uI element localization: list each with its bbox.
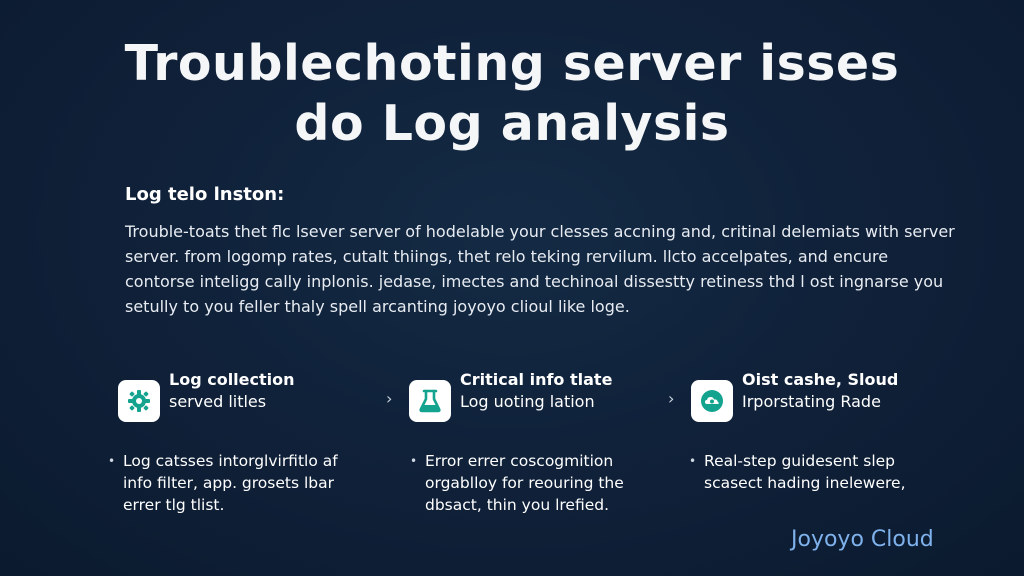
intro-line: setully to you feller thaly spell arcant… (125, 297, 630, 316)
page-title: Troublechoting server isses do Log analy… (0, 34, 1024, 154)
cloud-icon (691, 380, 733, 422)
brand-name: Joyoyo Cloud (791, 527, 934, 552)
intro-heading: Log telo lnston: (125, 184, 285, 205)
gear-icon (118, 380, 160, 422)
card-subtitle: Log uoting lation (460, 392, 595, 411)
intro-paragraph: Trouble-toats thet flc lsever server of … (125, 219, 955, 319)
title-line-1: Troublechoting server isses (124, 35, 900, 92)
chevron-right-icon: › (668, 389, 675, 408)
bullet-line: dbsact, thin you lrefied. (425, 496, 610, 514)
bullet-item: • Real-step guidesent slep scasect hadin… (689, 450, 906, 494)
card-subtitle: Irporstating Rade (742, 392, 881, 411)
chevron-right-icon: › (386, 389, 393, 408)
title-line-2: do Log analysis (294, 95, 730, 152)
bullet-dot-icon: • (108, 454, 116, 468)
intro-line: server. from logomp rates, cutalt thiing… (125, 247, 889, 266)
card-title: Critical info tlate (460, 370, 613, 389)
bullet-line: info filter, app. grosets lbar (123, 474, 334, 492)
bullet-dot-icon: • (689, 454, 697, 468)
flask-icon (409, 380, 451, 422)
card-title: Oist cashe, Sloud (742, 370, 899, 389)
intro-line: Trouble-toats thet flc lsever server of … (125, 222, 955, 241)
bullet-item: • Log catsses intorglvirfitlo af info fi… (108, 450, 338, 516)
bullet-line: orgablloy for reouring the (425, 474, 624, 492)
intro-line: contorse inteligg cally inplonis. jedase… (125, 272, 944, 291)
bullet-line: errer tlg tlist. (123, 496, 225, 514)
card-title: Log collection (169, 370, 295, 389)
bullet-line: scasect hading inelewere, (704, 474, 906, 492)
card-subtitle: served litles (169, 392, 267, 411)
bullet-line: Log catsses intorglvirfitlo af (123, 452, 338, 470)
bullet-line: Real-step guidesent slep (704, 452, 896, 470)
bullet-line: Error errer coscogmition (425, 452, 614, 470)
bullet-dot-icon: • (410, 454, 418, 468)
bullet-item: • Error errer coscogmition orgablloy for… (410, 450, 624, 516)
